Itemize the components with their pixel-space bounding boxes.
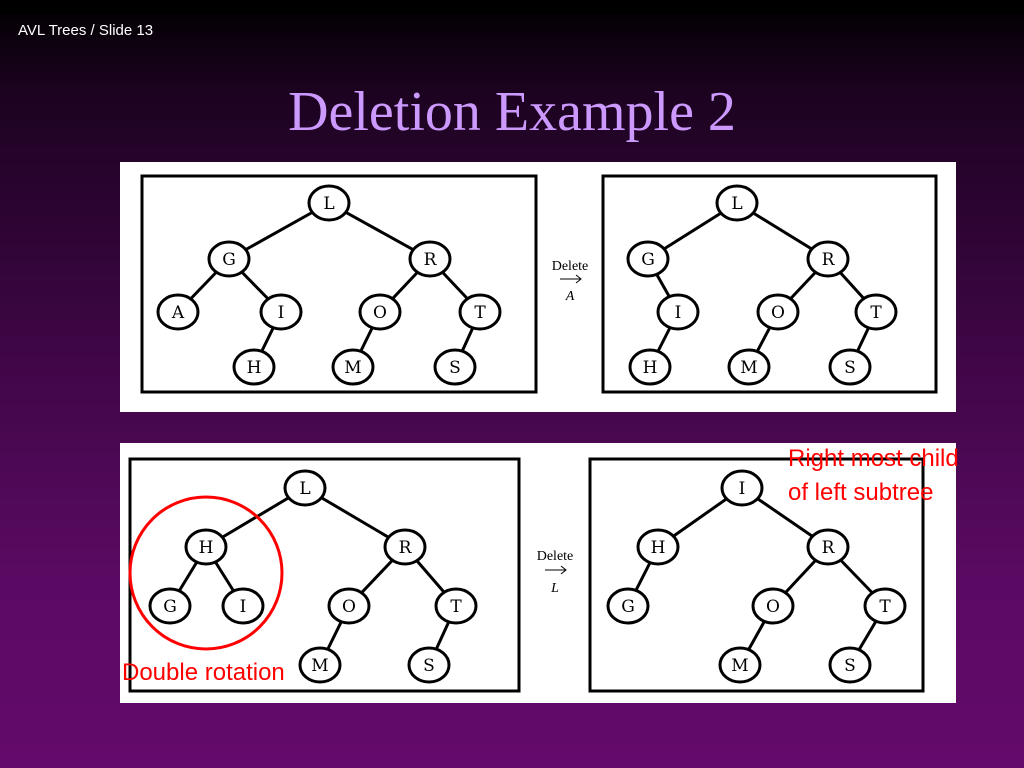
tree-node-label-m: M: [344, 358, 361, 378]
delete-operation-label-2: Delete: [537, 549, 574, 564]
tree-before-delete-a: L G R A I O T H M S: [156, 184, 502, 386]
annotation-double-rotation: Double rotation: [122, 659, 285, 686]
tree-node-o: [751, 587, 795, 625]
tree-node-g: [606, 587, 650, 625]
tree-node-label-r: R: [399, 538, 413, 558]
tree-after-delete-a: L G R I O T H M S: [626, 184, 898, 386]
tree-node-s: [433, 348, 477, 386]
tree-node-s: [407, 646, 451, 684]
tree-node-o: [358, 293, 402, 331]
tree-node-label-a: A: [171, 303, 185, 323]
tree-node-h: [184, 528, 228, 566]
tree-node-label-l: L: [731, 194, 742, 214]
tree-node-l: [283, 469, 327, 507]
tree-frame-after-1: [601, 174, 938, 394]
tree-node-label-s: S: [449, 358, 461, 378]
tree-frame-before-1: [140, 174, 538, 394]
tree-node-o: [756, 293, 800, 331]
tree-node-label-o: O: [771, 303, 785, 323]
tree-node-label-h: H: [643, 358, 658, 378]
tree-node-m: [718, 646, 762, 684]
delete-operation-key-1: A: [565, 289, 575, 304]
diagram-panel-1: L G R A I O T H M S L G R I O T H M S Delete A: [120, 162, 956, 412]
tree-node-label-m: M: [740, 358, 757, 378]
double-rotation-highlight-circle: [128, 495, 284, 651]
tree-node-t: [434, 587, 478, 625]
delete-arrow-head-1: [575, 274, 582, 284]
tree-node-label-t: T: [870, 303, 882, 323]
tree-node-g: [207, 240, 251, 278]
tree-frame-after-2: [588, 457, 925, 693]
tree-node-o: [327, 587, 371, 625]
tree-node-l: [715, 184, 759, 222]
tree-node-label-g: G: [621, 597, 635, 617]
tree-node-label-s: S: [844, 358, 856, 378]
tree-before-delete-l: L H R G I O T M S: [148, 469, 478, 684]
tree-node-t: [863, 587, 907, 625]
tree-node-m: [727, 348, 771, 386]
tree-node-label-t: T: [450, 597, 462, 617]
tree-node-t: [854, 293, 898, 331]
tree-node-label-r: R: [822, 538, 836, 558]
tree-node-m: [331, 348, 375, 386]
tree-node-r: [408, 240, 452, 278]
tree-node-i: [221, 587, 265, 625]
tree-node-h: [232, 348, 276, 386]
tree-node-r: [383, 528, 427, 566]
tree-node-label-l: L: [323, 194, 334, 214]
tree-node-label-m: M: [311, 656, 328, 676]
tree-node-i: [720, 469, 764, 507]
tree-node-label-o: O: [342, 597, 356, 617]
tree-node-label-t: T: [879, 597, 891, 617]
delete-arrow-head-2: [560, 565, 567, 575]
tree-node-g: [626, 240, 670, 278]
tree-node-label-h: H: [199, 538, 214, 558]
tree-node-label-r: R: [822, 250, 836, 270]
tree-node-label-i: I: [278, 303, 285, 323]
tree-after-delete-l: I H R G O T M S: [606, 469, 907, 684]
tree-node-l: [307, 184, 351, 222]
delete-operation-key-2: L: [550, 581, 559, 596]
tree-node-s: [828, 348, 872, 386]
diagram-panel-2: L H R G I O T M S I H R G O T M S Delete L: [120, 443, 956, 703]
tree-node-label-r: R: [424, 250, 438, 270]
tree-node-t: [458, 293, 502, 331]
tree-node-i: [656, 293, 700, 331]
tree-node-h: [636, 528, 680, 566]
tree-node-label-o: O: [766, 597, 780, 617]
tree-node-s: [828, 646, 872, 684]
tree-node-g: [148, 587, 192, 625]
slide-label: AVL Trees / Slide 13: [18, 22, 154, 39]
tree-node-label-m: M: [731, 656, 748, 676]
annotation-right-most-child: Right most child of left subtree: [788, 442, 959, 510]
tree-node-r: [806, 240, 850, 278]
top-bar: [0, 0, 1024, 14]
annotation-right-most-line-2: of left subtree: [788, 479, 934, 506]
delete-operation-label-1: Delete: [552, 259, 589, 274]
tree-node-label-i: I: [675, 303, 682, 323]
diagram-1-svg: L G R A I O T H M S L G R I O T H M S Delete A: [140, 174, 938, 394]
diagram-2-svg: L H R G I O T M S I H R G O T M S Delete L: [128, 457, 925, 693]
tree-node-label-i: I: [240, 597, 247, 617]
tree-node-label-o: O: [373, 303, 387, 323]
tree-node-label-h: H: [651, 538, 666, 558]
tree-node-label-i: I: [739, 479, 746, 499]
tree-node-i: [259, 293, 303, 331]
tree-node-label-s: S: [423, 656, 435, 676]
slide-title: Deletion Example 2: [288, 81, 736, 143]
tree-node-label-g: G: [222, 250, 236, 270]
tree-node-label-l: L: [299, 479, 310, 499]
tree-node-m: [298, 646, 342, 684]
tree-node-label-g: G: [641, 250, 655, 270]
tree-node-label-t: T: [474, 303, 486, 323]
tree-node-label-h: H: [247, 358, 262, 378]
tree-node-a: [156, 293, 200, 331]
annotation-right-most-line-1: Right most child: [788, 445, 959, 472]
tree-node-label-g: G: [163, 597, 177, 617]
tree-node-r: [806, 528, 850, 566]
tree-node-h: [628, 348, 672, 386]
tree-node-label-s: S: [844, 656, 856, 676]
